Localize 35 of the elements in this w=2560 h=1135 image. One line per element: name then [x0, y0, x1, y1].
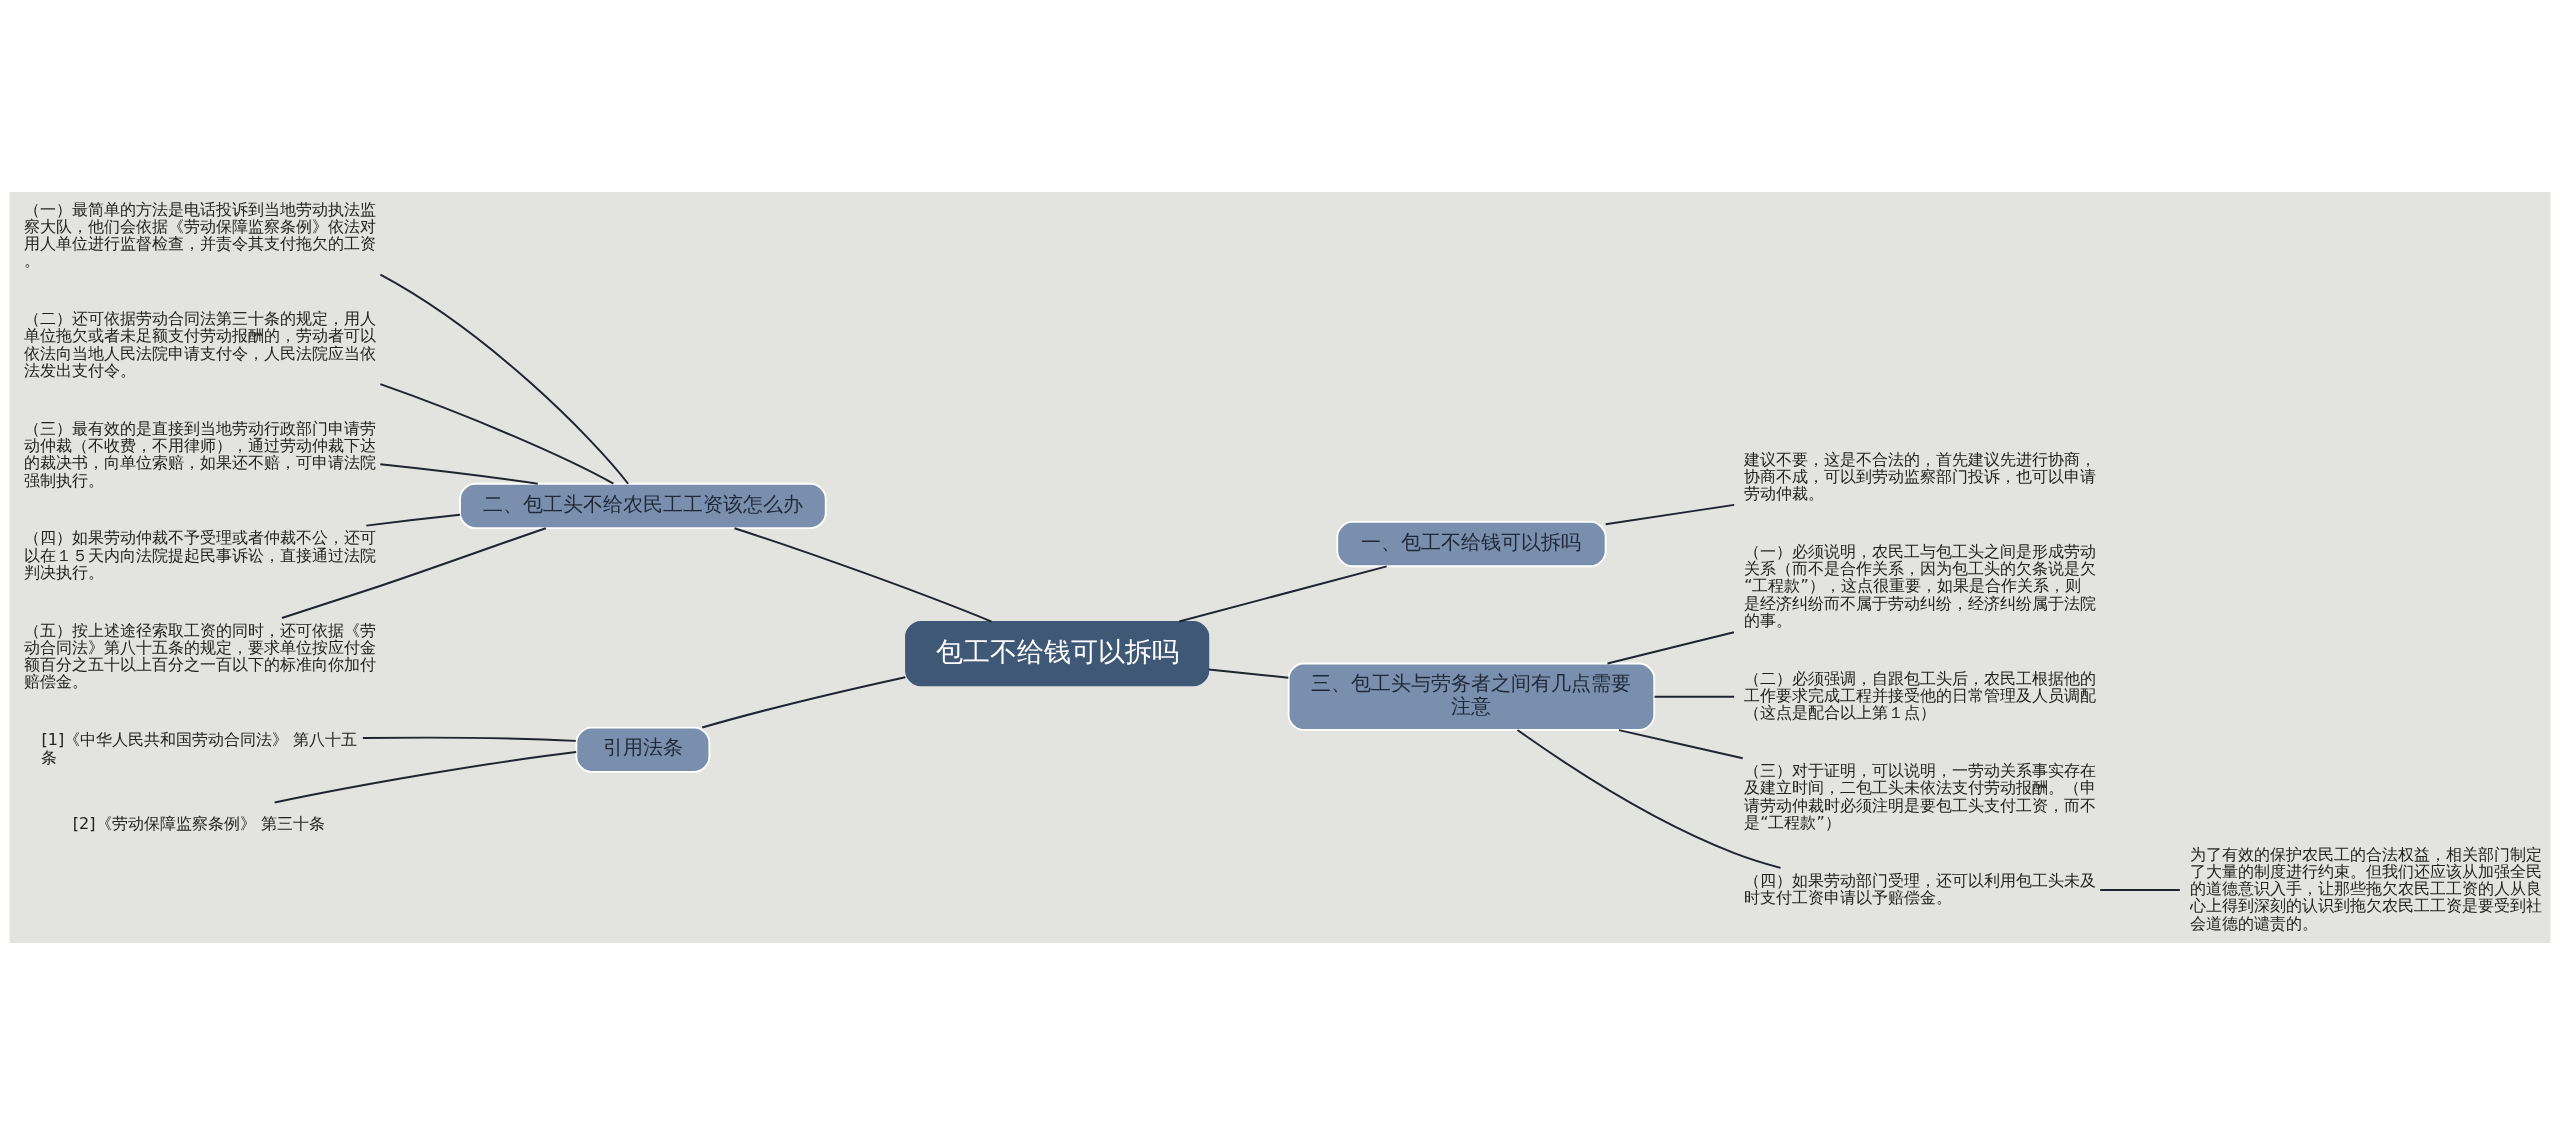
- connector: [379, 273, 630, 485]
- connector: [1606, 631, 1735, 665]
- connector: [2099, 889, 2181, 892]
- connector: [1653, 695, 1736, 698]
- node-text: （二）必须强调，自跟包工头后，农民工根据他的工作要求完成工程并接受他的日常管理及人员调配（这点是配合以上第１点）: [1744, 668, 2097, 723]
- connector: [733, 527, 993, 623]
- node-text: （一）必须说明，农民工与包工头之间是形成劳动关系（而不是合作关系，因为包工头的欠条说是欠“工程款”），这点很重要，如果是合作关系，则是经济纠纷而不属于劳动纠纷，经济纠纷属于法院的事。: [1744, 541, 2097, 630]
- node-text: 为了有效的保护农民工的合法权益，相关部门制定了大量的制度进行约束。但我们还应该从加强全民的道德意识入手，让那些拖欠农民工工资的人从良心上得到深刻的认识到拖欠农民工工资是要受到社会道德的谴责的。: [2189, 844, 2542, 933]
- node-text: （三）最有效的是直接到当地劳动行政部门申请劳动仲裁（不收费，不用律师），通过劳动仲裁下达的裁决书，向单位索赔，如果还不赔，可申请法院强制执行。: [24, 418, 377, 490]
- connector: [361, 736, 577, 742]
- node-text: （五）按上述途径索取工资的同时，还可依据《劳动合同法》第八十五条的规定，要求单位按应付金额百分之五十以上百分之一百以下的标准向你加付赔偿金。: [24, 620, 377, 692]
- node-text: 建议不要，这是不合法的，首先建议先进行协商，协商不成，可以到劳动监察部门投诉，也可以申请劳动仲裁。: [1744, 449, 2097, 504]
- connector: [379, 463, 539, 485]
- node-text: （四）如果劳动仲裁不予受理或者仲裁不公，还可以在１５天内向法院提起民事诉讼，直接通过法院判决执行。: [24, 528, 377, 582]
- connector: [1604, 503, 1736, 526]
- node-text: （一）最简单的方法是电话投诉到当地劳动执法监察大队，他们会依据《劳动保障监察条例》依法对用人单位进行监督检查，并责令其支付拖欠的工资。: [24, 199, 377, 271]
- connector: [1178, 565, 1388, 623]
- node-box: 一、包工不给钱可以拆吗: [1336, 521, 1607, 568]
- connector: [1207, 668, 1290, 679]
- node-text: （三）对于证明，可以说明，一劳动关系事实存在及建立时间，二包工头未依法支付劳动报酬。（申请劳动仲裁时必须注明是要包工头支付工资，而不是“工程款”）: [1744, 761, 2097, 832]
- node-box: 引用法条: [575, 726, 711, 773]
- node-text: [2]《劳动保障监察条例》 第三十条: [72, 814, 325, 833]
- connector: [365, 513, 461, 527]
- node-box: 三、包工头与劳务者之间有几点需要注意: [1287, 662, 1656, 731]
- node-text: （四）如果劳动部门受理，还可以利用包工头未及时支付工资申请以予赔偿金。: [1744, 870, 2097, 907]
- connector: [273, 751, 578, 804]
- node-box: 包工不给钱可以拆吗: [905, 621, 1210, 687]
- node-text: （二）还可依据劳动合同法第三十条的规定，用人单位拖欠或者未足额支付劳动报酬的，劳动者可以依法向当地人民法院申请支付令，人民法院应当依法发出支付令。: [24, 309, 377, 380]
- connector: [379, 383, 615, 485]
- connector: [701, 676, 907, 729]
- connector: [1516, 729, 1782, 869]
- node-box: 二、包工头不给农民工工资该怎么办: [459, 482, 827, 530]
- connector: [280, 527, 547, 619]
- connector: [1618, 729, 1744, 760]
- node-text: [1]《中华人民共和国劳动合同法》 第八十五条: [41, 730, 358, 767]
